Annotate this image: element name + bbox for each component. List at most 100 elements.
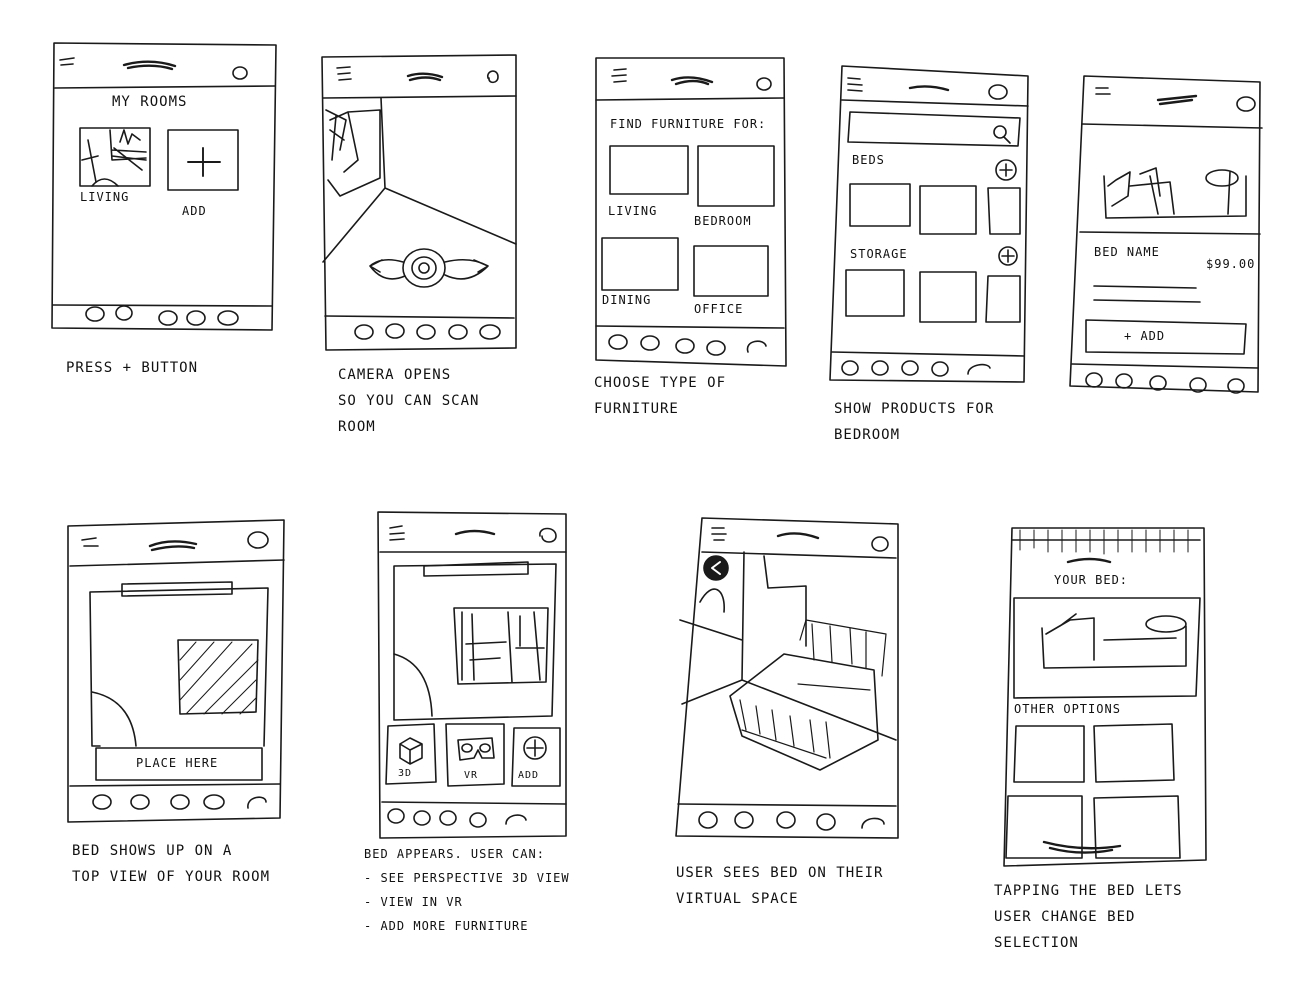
option-3d-label[interactable]: 3D: [398, 768, 413, 779]
add-button[interactable]: + ADD: [1124, 329, 1166, 343]
nav-dot-icon: [1116, 374, 1132, 388]
nav-dot-icon: [1150, 376, 1166, 390]
caption-line: TAPPING THE BED LETS: [994, 883, 1183, 899]
tile-living-label[interactable]: LIVING: [608, 204, 658, 218]
nav-dot-icon: [641, 336, 659, 350]
arrow-left: [370, 260, 405, 279]
tile-bedroom-label[interactable]: BEDROOM: [694, 214, 752, 228]
room-walls: [90, 588, 268, 746]
nav-dot-icon: [902, 361, 918, 375]
caption-line: TOP VIEW OF YOUR ROOM: [72, 869, 271, 885]
footer-divider: [596, 326, 784, 328]
nav-dot-icon: [676, 339, 694, 353]
footer-divider: [325, 316, 514, 318]
footer-divider: [70, 784, 280, 786]
bed-scribble: [740, 620, 886, 758]
nav-dot-icon: [842, 361, 858, 375]
nav-dot-icon: [872, 361, 888, 375]
caption-line: - ADD MORE FURNITURE: [364, 919, 529, 933]
profile-icon: [233, 67, 247, 79]
tile-dining-label[interactable]: DINING: [602, 293, 652, 307]
menu-icon: [848, 78, 862, 91]
footer-divider: [53, 305, 272, 306]
frame-9-change-selection: [1004, 528, 1206, 866]
nav-dot-icon: [417, 325, 435, 339]
phone-outline: [322, 55, 516, 350]
header-divider: [323, 96, 516, 98]
frame-5-product-detail: [1070, 76, 1262, 393]
plus-icon: [999, 247, 1017, 265]
nav-dot-icon: [777, 812, 795, 828]
nav-dot-icon: [131, 795, 149, 809]
nav-dot-icon: [386, 324, 404, 338]
logo-mark-icon: [150, 541, 196, 550]
option-vr-label[interactable]: VR: [464, 770, 479, 781]
caption-line: VIRTUAL SPACE: [676, 891, 799, 907]
logo-mark-icon: [456, 531, 494, 534]
tile-office-label[interactable]: OFFICE: [694, 302, 744, 316]
profile-icon: [248, 532, 268, 548]
phone-outline: [830, 66, 1028, 382]
bed-scribble: [462, 612, 544, 682]
place-here-button[interactable]: PLACE HERE: [136, 756, 219, 770]
logo-mark-icon: [1068, 559, 1110, 562]
option-add-label[interactable]: ADD: [518, 770, 540, 781]
caption-8: USER SEES BED ON THEIR VIRTUAL SPACE: [676, 860, 916, 912]
caption-line: SO YOU CAN SCAN: [338, 393, 480, 409]
place-button-outline: [96, 748, 262, 780]
nav-dot-icon: [248, 797, 266, 808]
nav-dot-icon: [707, 341, 725, 355]
caption-line: ROOM: [338, 419, 376, 435]
plus-icon: [524, 737, 546, 759]
nav-dot-icon: [506, 815, 526, 824]
caption-line: SELECTION: [994, 935, 1079, 951]
caption-line: FURNITURE: [594, 401, 679, 417]
product-name: BED NAME: [1094, 245, 1160, 259]
nav-dot-icon: [171, 795, 189, 809]
frame-1-my-rooms: [52, 43, 276, 330]
window: [122, 582, 232, 596]
caption-line: USER SEES BED ON THEIR: [676, 865, 884, 881]
tile-living-label[interactable]: LIVING: [80, 190, 130, 204]
footer-divider: [382, 802, 566, 804]
nav-dot-icon: [86, 307, 104, 321]
nav-dot-icon: [817, 814, 835, 830]
nav-dot-icon: [480, 325, 500, 339]
nav-dot-icon: [355, 325, 373, 339]
selected-bed-card: [1014, 598, 1200, 698]
nav-dot-icon: [187, 311, 205, 325]
nav-dot-icon: [159, 311, 177, 325]
logo-mark-icon: [672, 77, 712, 84]
tile-vr: [446, 724, 504, 786]
menu-icon: [337, 67, 351, 80]
bed-illustration: [1042, 614, 1186, 668]
bed-topview: [454, 608, 548, 684]
window-scribble: [326, 110, 346, 160]
nav-dot-icon: [1086, 373, 1102, 387]
nav-dot-icon: [449, 325, 467, 339]
menu-icon: [612, 69, 626, 82]
menu-icon: [390, 526, 404, 540]
caption-7: BED APPEARS. USER CAN: - SEE PERSPECTIVE…: [364, 842, 624, 938]
living-tile: [80, 128, 150, 186]
room-corner: [323, 98, 516, 262]
caption-line: BED SHOWS UP ON A: [72, 843, 233, 859]
footer-divider: [832, 352, 1024, 356]
header-divider: [70, 560, 284, 566]
add-button-outline: [1086, 320, 1246, 354]
caption-line: USER CHANGE BED: [994, 909, 1136, 925]
tile-add-label[interactable]: ADD: [182, 204, 207, 218]
section-beds-label: BEDS: [852, 153, 885, 167]
frame1-title: MY ROOMS: [112, 94, 188, 110]
add-tile: [168, 130, 238, 190]
phone-outline: [1004, 528, 1206, 866]
logo-mark-icon: [408, 74, 442, 80]
nav-dot-icon: [388, 809, 404, 823]
room-walls: [394, 564, 556, 720]
phone-outline: [1070, 76, 1260, 392]
logo-mark-icon: [124, 62, 175, 69]
caption-line: BEDROOM: [834, 427, 901, 443]
phone-outline: [596, 58, 786, 366]
tile-add: [512, 728, 560, 786]
